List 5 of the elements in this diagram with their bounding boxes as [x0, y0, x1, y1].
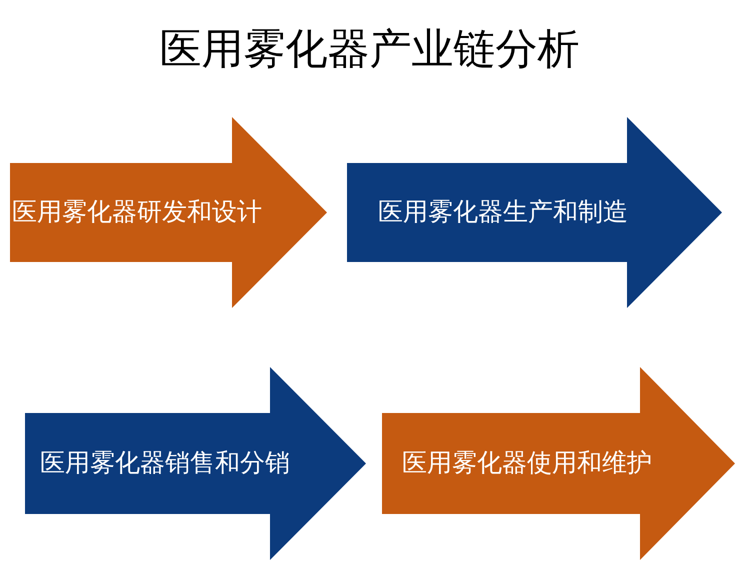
stage-label: 医用雾化器生产和制造 — [378, 198, 628, 228]
stage-label: 医用雾化器销售和分销 — [40, 448, 290, 478]
stage-label: 医用雾化器使用和维护 — [402, 448, 652, 478]
title: 医用雾化器产业链分析 — [160, 26, 580, 75]
stage-label: 医用雾化器研发和设计 — [12, 198, 262, 228]
